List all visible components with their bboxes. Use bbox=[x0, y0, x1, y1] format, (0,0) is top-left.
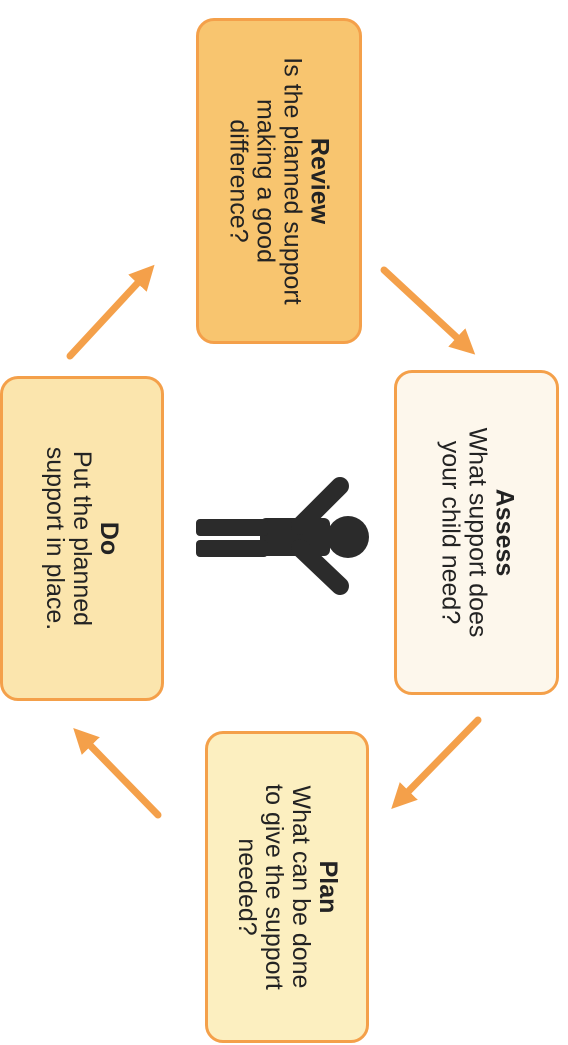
stage-assess-line-1: What support does bbox=[463, 427, 491, 638]
stage-plan-line-1: What can be done bbox=[287, 785, 316, 989]
arrow-plan-to-do bbox=[73, 727, 162, 819]
arrow-assess-to-plan bbox=[391, 716, 482, 810]
arrow-do-to-review bbox=[66, 264, 155, 360]
person-arm-bottom-icon bbox=[291, 539, 349, 595]
stage-plan: Plan What can be done to give the suppor… bbox=[205, 731, 369, 1043]
stage-plan-line-3: needed? bbox=[233, 838, 262, 936]
stage-assess-title: Assess bbox=[490, 488, 518, 577]
arrow-review-to-assess bbox=[380, 266, 476, 355]
stage-plan-line-2: to give the support bbox=[260, 784, 289, 990]
stage-review: Review Is the planned support making a g… bbox=[196, 18, 362, 344]
stage-review-line-2: making a good bbox=[252, 98, 280, 263]
stage-assess: Assess What support does your child need… bbox=[394, 370, 559, 695]
person-leg-top-icon bbox=[196, 519, 268, 536]
person-torso-icon bbox=[260, 518, 330, 556]
person-head-icon bbox=[327, 516, 369, 558]
stage-review-title: Review bbox=[306, 137, 334, 225]
stage-do-line-1: Put the planned bbox=[68, 450, 97, 627]
stage-assess-line-2: your child need? bbox=[436, 440, 464, 625]
stage-do-line-2: support in place. bbox=[41, 446, 70, 631]
stage-do-title: Do bbox=[95, 521, 124, 556]
stage-review-line-1: Is the planned support bbox=[279, 57, 307, 305]
stage-review-line-3: difference? bbox=[225, 119, 253, 243]
stage-plan-title: Plan bbox=[314, 860, 343, 914]
person-arm-top-icon bbox=[291, 477, 349, 535]
stage-do: Do Put the planned support in place. bbox=[0, 376, 164, 701]
person-leg-bottom-icon bbox=[196, 540, 268, 557]
